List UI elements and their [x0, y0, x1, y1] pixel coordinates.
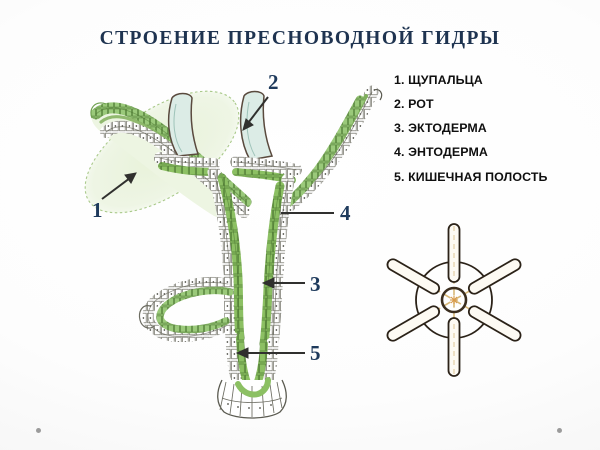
page-title: СТРОЕНИЕ ПРЕСНОВОДНОЙ ГИДРЫ — [99, 28, 501, 49]
slide-decor-dot-left — [36, 428, 41, 433]
radial-tentacle-6 — [386, 258, 441, 295]
legend-item-1: 1. ЩУПАЛЬЦА — [394, 73, 483, 87]
callout-label-5: 5 — [310, 341, 321, 365]
callout-label-2: 2 — [268, 70, 279, 94]
legend-item-2: 2. РОТ — [394, 97, 434, 112]
tentacle-mid — [239, 90, 274, 161]
gastric-cavity — [244, 200, 262, 360]
pointer-5-arrow — [235, 347, 305, 359]
pointer-1-arrow — [101, 172, 137, 200]
callout-label-3: 3 — [310, 272, 321, 296]
slide-decor-dot-right — [557, 428, 562, 433]
radial-tentacle-5 — [386, 305, 441, 342]
body-wall-left — [207, 165, 245, 345]
callout-label-4: 4 — [340, 201, 351, 225]
mouth-ring — [440, 286, 468, 314]
pointer-2-arrow — [242, 96, 269, 131]
legend-list: 1. ЩУПАЛЬЦА 2. РОТ 3. ЭКТОДЕРМА 4. ЭНТОД… — [394, 73, 594, 195]
bud — [138, 276, 234, 342]
callout-pointers — [101, 96, 334, 359]
radial-tentacle-2 — [467, 258, 522, 295]
pointer-3-arrow — [261, 277, 305, 289]
radial-symmetry-diagram — [386, 223, 522, 377]
legend-item-5: 5. КИШЕЧНАЯ ПОЛОСТЬ — [394, 169, 548, 184]
legend-item-4: 4. ЭНТОДЕРМА — [394, 145, 488, 160]
radial-tentacle-3 — [467, 305, 522, 342]
tentacle-right — [279, 85, 383, 215]
body-wall-right — [259, 173, 295, 351]
callout-label-1: 1 — [92, 198, 103, 222]
tentacle-left — [167, 92, 200, 157]
basal-disc — [217, 331, 287, 419]
legend-item-3: 3. ЭКТОДЕРМА — [394, 121, 487, 136]
